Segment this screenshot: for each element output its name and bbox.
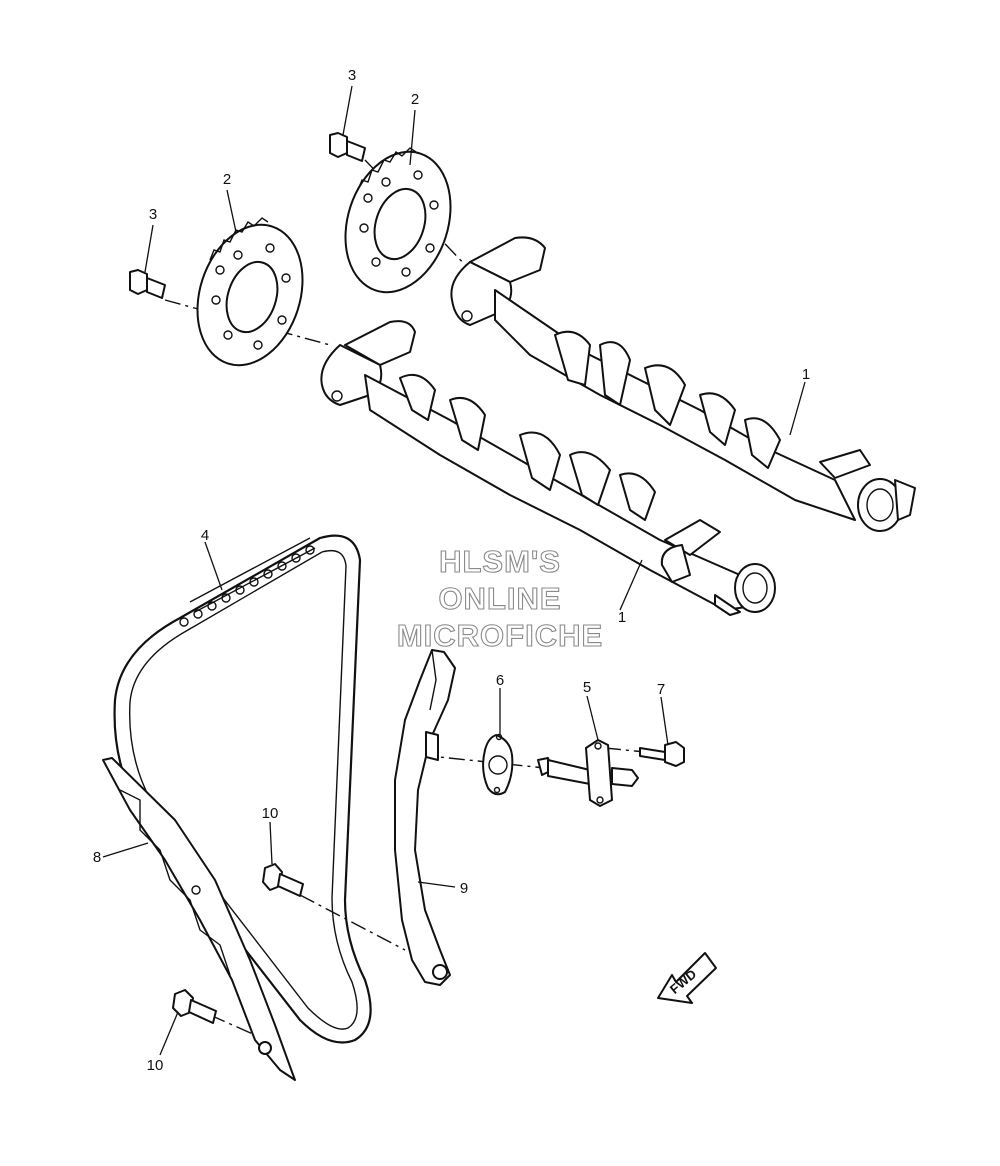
callout-tensioner-bolt: 7 <box>657 681 665 698</box>
timing-chain[interactable] <box>113 534 372 1044</box>
fwd-arrow-icon: FWD <box>657 952 717 1004</box>
guide-bolt-upper[interactable] <box>262 863 304 897</box>
watermark: HLSM'S ONLINE MICROFICHE <box>396 543 603 653</box>
camshaft-front[interactable] <box>320 320 776 616</box>
chain-guide-intake[interactable] <box>394 649 456 986</box>
guide-bolt-lower[interactable] <box>172 989 217 1024</box>
callout-bolt-right: 3 <box>348 67 356 84</box>
watermark-line-2: ONLINE <box>438 581 561 616</box>
leader-lines <box>102 85 806 1056</box>
callout-sprocket-left: 2 <box>223 171 231 188</box>
callout-chain-guide-intake: 9 <box>460 880 468 897</box>
callout-camshaft-intake: 1 <box>618 609 626 626</box>
callout-timing-chain: 4 <box>201 527 209 544</box>
callout-chain-guide-exhaust: 8 <box>93 849 101 866</box>
callout-camshaft-exhaust: 1 <box>802 366 810 383</box>
chain-guide-exhaust[interactable] <box>102 757 296 1081</box>
bolt-left[interactable] <box>129 269 166 299</box>
callout-bolt-left: 3 <box>149 206 157 223</box>
sprocket-left[interactable] <box>180 211 320 379</box>
tensioner-bolt[interactable] <box>639 741 685 767</box>
camshaft-rear[interactable] <box>450 236 916 532</box>
watermark-line-3: MICROFICHE <box>397 618 603 653</box>
gasket[interactable] <box>482 733 514 796</box>
callout-labels: 3 2 3 2 1 1 4 6 5 7 8 9 10 10 <box>93 67 810 1074</box>
callout-tensioner: 5 <box>583 679 591 696</box>
watermark-line-1: HLSM'S <box>439 544 561 579</box>
chain-tensioner[interactable] <box>537 739 639 807</box>
sprocket-right[interactable] <box>328 138 468 306</box>
callout-guide-bolt-lower: 10 <box>147 1057 164 1074</box>
callout-guide-bolt-upper: 10 <box>262 805 279 822</box>
callout-sprocket-right: 2 <box>411 91 419 108</box>
callout-gasket: 6 <box>496 672 504 689</box>
bolt-right[interactable] <box>329 132 366 162</box>
